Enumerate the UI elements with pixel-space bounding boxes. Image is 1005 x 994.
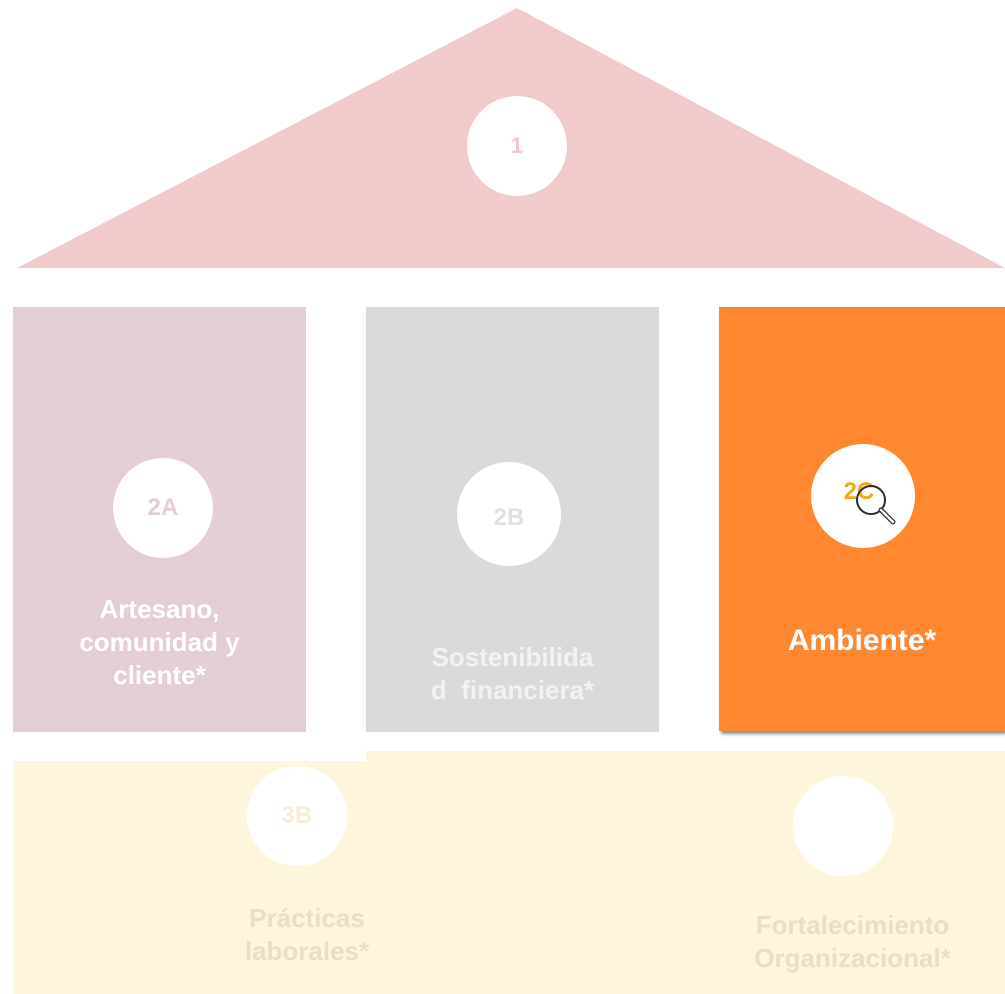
- pillar-2c-number-circle: 2C: [811, 444, 915, 548]
- pillar-2a-label: Artesano, comunidad y cliente*: [13, 593, 306, 692]
- pillar-2b-label: Sostenibilida d financiera*: [366, 641, 659, 707]
- pillar-2b-label-line: Sostenibilida: [431, 642, 594, 672]
- pillar-2c-label: Ambiente*: [719, 622, 1005, 660]
- pillar-2a-number-circle: 2A: [113, 458, 213, 558]
- roof-number: 1: [510, 133, 524, 158]
- foundation-3b-label-line: Prácticas: [249, 903, 365, 933]
- foundation-3b-label: Prácticas laborales*: [160, 902, 454, 968]
- roof-number-circle: 1: [467, 96, 567, 196]
- foundation-3c-label: Fortalecimiento Organizacional*: [700, 909, 1005, 975]
- pillar-2a-label-line: Artesano,: [99, 594, 220, 624]
- pillar-2a-label-line: comunidad y: [79, 627, 240, 657]
- foundation-3c-label-line: Organizacional*: [754, 943, 951, 973]
- pillar-2b-label-line: d financiera*: [430, 675, 595, 705]
- pillar-2a-number: 2A: [147, 494, 179, 521]
- magnifier-icon: [856, 485, 896, 525]
- pillar-2b-number: 2B: [493, 504, 525, 531]
- foundation-3b-label-line: laborales*: [244, 936, 370, 966]
- pillar-2b-number-circle: 2B: [457, 462, 561, 566]
- pillar-2a-label-line: cliente*: [113, 660, 206, 690]
- foundation-3b-number: 3B: [281, 802, 313, 829]
- foundation-3c-number-circle: [793, 776, 893, 876]
- foundation-3c-label-line: Fortalecimiento: [755, 910, 950, 940]
- pillar-2c-label-line: Ambiente*: [787, 624, 937, 657]
- foundation-top-strip: [366, 751, 1005, 763]
- foundation-3b-number-circle: 3B: [247, 766, 347, 866]
